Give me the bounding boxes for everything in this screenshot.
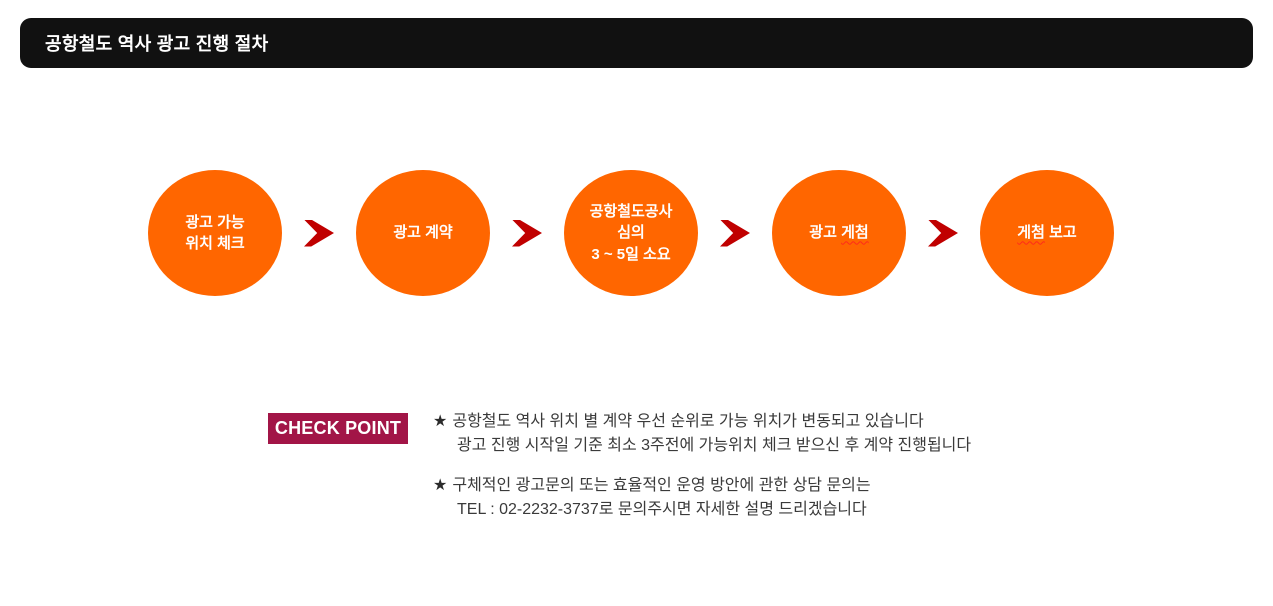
chevron-right-icon (512, 219, 542, 247)
chevron-right-icon (304, 219, 334, 247)
spellcheck-underline: 게첨 (1017, 224, 1045, 242)
star-icon: ★ (433, 477, 448, 494)
step-label-line: 광고 가능 (185, 213, 245, 231)
chevron-right-icon (720, 219, 750, 247)
note-item: ★공항철도 역사 위치 별 계약 우선 순위로 가능 위치가 변동되고 있습니다… (433, 410, 971, 458)
spellcheck-underline: 게첨 (841, 224, 869, 242)
process-step-5: 게첨 보고 (980, 170, 1114, 296)
step-label-line: 심의 (617, 224, 645, 242)
step-label-line: 광고 게첨 (809, 224, 869, 242)
note-line: 광고 진행 시작일 기준 최소 3주전에 가능위치 체크 받으신 후 계약 진행… (457, 437, 972, 454)
flow-arrow (490, 219, 564, 247)
check-point-badge: CHECK POINT (268, 413, 408, 444)
process-step-2: 광고 계약 (356, 170, 490, 296)
step-label-line: 광고 계약 (393, 224, 453, 242)
flow-arrow (282, 219, 356, 247)
check-point-notes: ★공항철도 역사 위치 별 계약 우선 순위로 가능 위치가 변동되고 있습니다… (433, 410, 971, 538)
check-point-label: CHECK POINT (274, 418, 402, 438)
process-step-4: 광고 게첨 (772, 170, 906, 296)
note-line: ★구체적인 광고문의 또는 효율적인 운영 방안에 관한 상담 문의는 (433, 477, 871, 494)
note-line: TEL : 02-2232-3737로 문의주시면 자세한 설명 드리겠습니다 (457, 501, 867, 518)
note-line: ★공항철도 역사 위치 별 계약 우선 순위로 가능 위치가 변동되고 있습니다 (433, 413, 924, 430)
flow-arrow (698, 219, 772, 247)
step-label-line: 위치 체크 (185, 235, 245, 252)
page-title-bar: 공항철도 역사 광고 진행 절차 (20, 18, 1253, 68)
flow-arrow (906, 219, 980, 247)
step-label-line: 공항철도공사 (589, 203, 673, 221)
chevron-right-icon (928, 219, 958, 247)
page-title: 공항철도 역사 광고 진행 절차 (45, 34, 269, 54)
step-label: 광고 계약 (393, 222, 452, 243)
step-label-line: 게첨 보고 (1017, 224, 1077, 242)
step-label: 게첨 보고 (1017, 222, 1076, 243)
step-label-line: 3 ~ 5일 소요 (591, 245, 671, 263)
step-label: 광고 게첨 (809, 222, 868, 243)
note-item: ★구체적인 광고문의 또는 효율적인 운영 방안에 관한 상담 문의는 TEL :… (433, 474, 971, 522)
star-icon: ★ (433, 413, 448, 430)
